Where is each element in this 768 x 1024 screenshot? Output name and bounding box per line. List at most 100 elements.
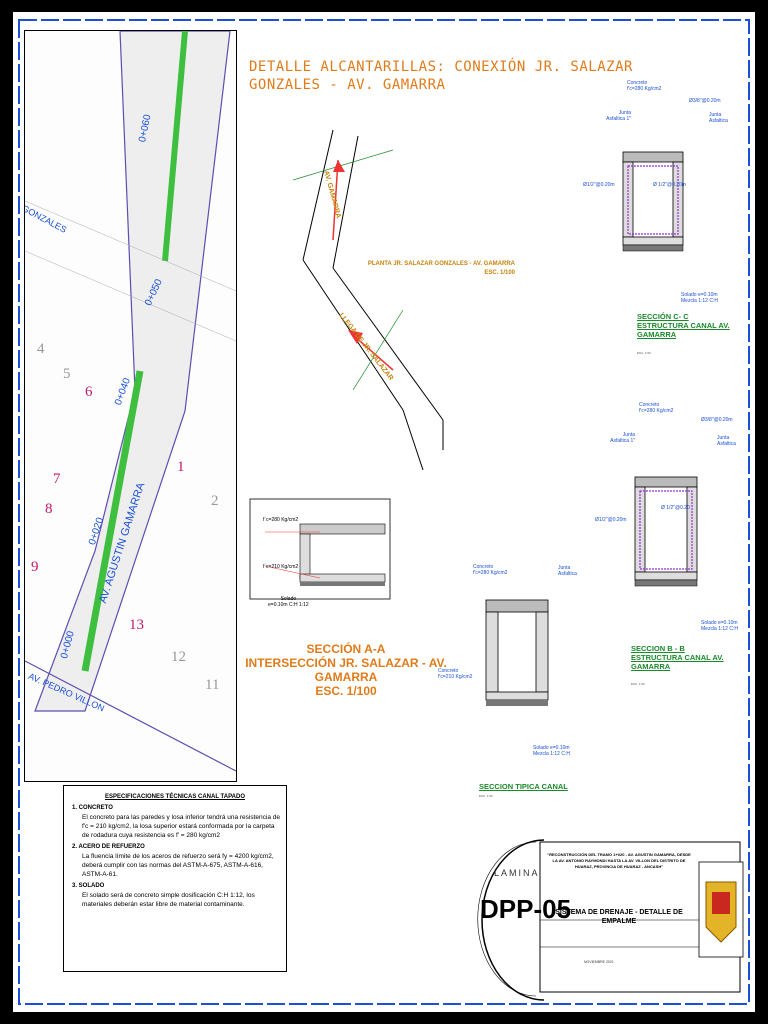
bb-concreto: Concreto f'c=280 Kg/cm2 [639, 402, 673, 414]
sheet-border [18, 19, 750, 1005]
map-lot-12: 12 [171, 649, 186, 665]
drawing-date: NOVIEMBRE 2021 [584, 960, 614, 964]
tipica-concreto-label: Concreto [473, 564, 494, 570]
map-lot-9: 9 [31, 559, 39, 575]
spec-item-acero: 2. ACERO DE REFUERZO La fluencia límite … [72, 843, 280, 879]
title-block-frame [477, 839, 744, 1001]
drawing-name-1: SISTEMA DE DRENAJE - DETALLE DE [555, 909, 683, 916]
map-lot-5: 5 [63, 366, 71, 382]
spec-item-body: El solado será de concreto simple dosifi… [82, 892, 255, 908]
aa-fc280-label: f`c=280 Kg/cm2 [263, 517, 299, 523]
bb-junta-left: Junta Asfaltica 1" [595, 432, 635, 444]
drawing-name: SISTEMA DE DRENAJE - DETALLE DE EMPALME [544, 908, 694, 926]
tipica-junta-2: Asfaltica [558, 571, 577, 577]
section-aa-drawing [249, 498, 391, 600]
bb-fc280-label: f'c=280 Kg/cm2 [639, 408, 674, 414]
bb-scale: ESC. 1:50 [631, 682, 645, 686]
bb-concreto-label: Concreto [639, 402, 660, 408]
tipica-concreto2: Concreto f'c=210 Kg/cm2 [438, 668, 472, 680]
cc-concreto-label: Concreto [627, 80, 648, 86]
spec-item-concreto: 1. CONCRETO El concreto para las paredes… [72, 804, 280, 840]
cc-scale: ESC. 1:50 [637, 351, 651, 355]
map-lot-2: 2 [211, 493, 219, 509]
bb-junta-right-2: Asfaltica [717, 441, 736, 447]
cc-title-2: ESTRUCTURA CANAL AV. [637, 321, 730, 330]
map-lot-13: 13 [129, 617, 144, 633]
bb-junta-left-2: Asfaltica 1" [610, 438, 635, 444]
title-line-1: DETALLE ALCANTARILLAS: CONEXIÓN JR. SALA… [249, 59, 633, 75]
plan-caption-line-1: PLANTA JR. SALAZAR GONZALES - AV. GAMARR… [367, 261, 515, 267]
bb-solado-label: Solado e=0.10m [701, 620, 738, 626]
aa-title-1: SECCIÓN A-A [306, 642, 386, 656]
aa-solado: Solado e=0.10m C:H 1:12 [268, 596, 309, 608]
aa-title-3: ESC. 1/100 [315, 684, 377, 698]
tipica-concreto: Concreto f'c=280 Kg/cm2 [473, 564, 507, 576]
title-block: LAMINA DPP-05 "RECONSTRUCCIÓN DEL TRAMO … [474, 832, 748, 1002]
map-lot-7: 7 [53, 471, 61, 487]
spec-item-solado: 3. SOLADO El solado será de concreto sim… [72, 882, 280, 909]
map-lot-6: 6 [85, 384, 93, 400]
spec-item-title: 3. SOLADO [72, 883, 105, 889]
cc-junta-left-2: Asfaltica 1" [606, 116, 631, 122]
spec-item-title: 1. CONCRETO [72, 805, 113, 811]
cc-mezcla-label: Mezcla 1:12 C:H [681, 298, 718, 304]
bb-title-3: GAMARRA [631, 662, 671, 671]
aa-fc210-label: f`c=210 Kg/cm2 [263, 564, 299, 570]
cc-acero-top-label: Ø3/8"@0.20m [689, 98, 721, 104]
project-name: "RECONSTRUCCIÓN DEL TRAMO 1+020 - AV. AG… [547, 852, 691, 869]
tipica-concreto2-label: Concreto [438, 668, 459, 674]
tipica-junta-1: Junta [558, 565, 571, 571]
bb-junta-right: Junta Asfaltica [717, 435, 736, 447]
sheet-code: DPP-05 [480, 894, 572, 924]
cc-junta-left: Junta Asfaltica 1" [591, 110, 631, 122]
cc-junta-right: Junta Asfaltica [709, 112, 728, 124]
aa-solado-1: Solado [280, 596, 297, 602]
bb-title-1: SECCION B - B [631, 644, 685, 653]
map-lot-1: 1 [177, 459, 185, 475]
bb-mezcla-label: Mezcla 1:12 C:H [701, 626, 738, 632]
tipica-title: SECCION TIPICA CANAL [479, 782, 568, 791]
tipica-junta: Junta Asfaltica [558, 565, 577, 577]
cc-solado: Solado e=0.10m Mezcla 1:12 C:H [681, 292, 718, 304]
aa-solado-2: e=0.10m C:H 1:12 [268, 602, 309, 608]
bb-solado: Solado e=0.10m Mezcla 1:12 C:H [701, 620, 738, 632]
cc-title-1: SECCIÓN C- C [637, 312, 689, 321]
technical-specs: ESPECIFICACIONES TÉCNICAS CANAL TAPADO 1… [63, 785, 287, 972]
spec-item-body: La fluencia límite de los aceros de refu… [82, 853, 274, 878]
map-drawing [25, 31, 236, 781]
bb-junta-right-1: Junta [717, 435, 730, 441]
cc-title-3: GAMARRA [637, 330, 677, 339]
tipica-solado-label: Solado e=0.10m [533, 745, 570, 751]
tipica-fc280-label: f'c=280 Kg/cm2 [473, 570, 508, 576]
aa-title: SECCIÓN A-A INTERSECCIÓN JR. SALAZAR - A… [241, 642, 451, 698]
bb-acero-side-label: Ø1/2"@0.20m [595, 517, 627, 523]
drawing-name-2: EMPALME [601, 918, 637, 925]
title-line-2: GONZALES - AV. GAMARRA [249, 77, 446, 93]
cc-junta-left-1: Junta [618, 110, 631, 116]
section-cc-drawing [622, 151, 684, 252]
cc-fc280-label: f'c=280 Kg/cm2 [627, 86, 662, 92]
cc-concreto: Concreto f'c=280 Kg/cm2 [627, 80, 687, 92]
spec-item-title: 2. ACERO DE REFUERZO [72, 844, 145, 850]
section-tipica-drawing [485, 599, 549, 706]
map-lot-4: 4 [37, 341, 45, 357]
tipica-fc210-label: f'c=210 Kg/cm2 [438, 674, 473, 680]
section-bb-drawing [634, 476, 698, 587]
drawing-title: DETALLE ALCANTARILLAS: CONEXIÓN JR. SALA… [249, 58, 633, 94]
bb-junta-left-1: Junta [622, 432, 635, 438]
plan-caption: PLANTA JR. SALAZAR GONZALES - AV. GAMARR… [355, 260, 515, 278]
map-lot-8: 8 [45, 501, 53, 517]
spec-item-body: El concreto para las paredes y losa infe… [82, 814, 280, 839]
tipica-scale: ESC. 1:50 [479, 794, 493, 798]
lamina-label: LAMINA [494, 868, 540, 878]
tipica-mezcla-label: Mezcla 1:12 C:H [533, 751, 570, 757]
site-map: GONZALES 0+060 0+050 0+040 0+020 0+000 A… [24, 30, 237, 782]
specs-heading: ESPECIFICACIONES TÉCNICAS CANAL TAPADO [104, 794, 245, 800]
cc-junta-right-1: Junta [709, 112, 722, 118]
bb-title-2: ESTRUCTURA CANAL AV. [631, 653, 724, 662]
cc-junta-right-2: Asfaltica [709, 118, 728, 124]
cc-solado-label: Solado e=0.10m [681, 292, 718, 298]
plan-drawing [293, 129, 444, 470]
bb-acero-inner-label: Ø 1/2"@0.20 [661, 505, 690, 511]
tipica-solado: Solado e=0.10m Mezcla 1:12 C:H [533, 745, 570, 757]
